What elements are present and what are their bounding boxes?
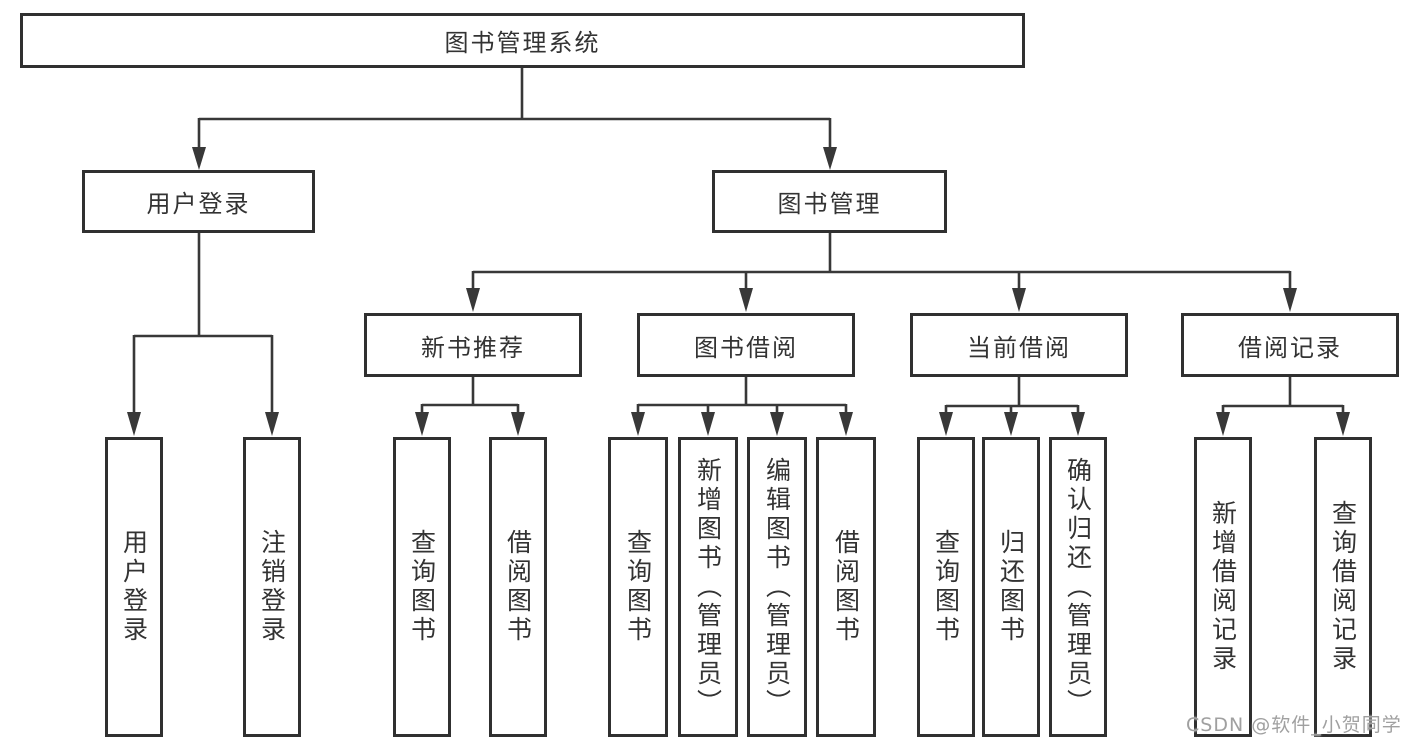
connector-book-borrow-to-leaves (631, 376, 853, 436)
leaf-logout: 注销登录 (243, 437, 301, 737)
node-user-login: 用户登录 (82, 170, 315, 233)
node-borrow-records-label: 借阅记录 (1238, 333, 1342, 362)
csdn-watermark: CSDN @软件_小贺同学 (1186, 714, 1402, 736)
node-root-label: 图书管理系统 (444, 29, 601, 57)
node-book-borrow-label: 图书借阅 (694, 333, 798, 362)
node-borrow-records: 借阅记录 (1181, 313, 1399, 377)
leaf-current-confirm-label: 确认归还（管理员） (1063, 456, 1093, 718)
node-book-borrow: 图书借阅 (637, 313, 855, 377)
leaf-current-query-label: 查询图书 (931, 529, 961, 645)
leaf-borrow-edit: 编辑图书（管理员） (747, 437, 807, 737)
connector-current-borrow-to-leaves (939, 376, 1085, 436)
leaf-records-query: 查询借阅记录 (1314, 437, 1372, 737)
leaf-user-login: 用户登录 (105, 437, 163, 737)
leaf-newbooks-query-label: 查询图书 (407, 529, 437, 645)
connector-borrow-records-to-leaves (1216, 376, 1350, 436)
leaf-logout-label: 注销登录 (257, 529, 287, 645)
leaf-borrow-query-label: 查询图书 (623, 529, 653, 645)
node-book-mgmt: 图书管理 (712, 170, 947, 233)
node-book-mgmt-label: 图书管理 (777, 190, 882, 218)
leaf-borrow-borrow: 借阅图书 (816, 437, 876, 737)
node-current-borrow-label: 当前借阅 (967, 333, 1071, 362)
leaf-newbooks-borrow-label: 借阅图书 (503, 529, 533, 645)
leaf-records-add: 新增借阅记录 (1194, 437, 1252, 737)
leaf-borrow-add-label: 新增图书（管理员） (693, 456, 723, 718)
leaf-current-return-label: 归还图书 (996, 529, 1026, 645)
leaf-user-login-label: 用户登录 (119, 529, 149, 645)
leaf-newbooks-query: 查询图书 (393, 437, 451, 737)
node-new-books: 新书推荐 (364, 313, 582, 377)
connector-new-books-to-leaves (415, 376, 525, 436)
connector-book-mgmt-to-level3 (466, 232, 1297, 312)
leaf-newbooks-borrow: 借阅图书 (489, 437, 547, 737)
connector-root-to-level2 (192, 68, 837, 170)
leaf-current-confirm: 确认归还（管理员） (1049, 437, 1107, 737)
leaf-records-query-label: 查询借阅记录 (1328, 500, 1358, 674)
node-root: 图书管理系统 (20, 13, 1025, 68)
node-current-borrow: 当前借阅 (910, 313, 1128, 377)
leaf-borrow-borrow-label: 借阅图书 (831, 529, 861, 645)
leaf-borrow-query: 查询图书 (608, 437, 668, 737)
leaf-borrow-edit-label: 编辑图书（管理员） (762, 456, 792, 718)
leaf-current-query: 查询图书 (917, 437, 975, 737)
node-user-login-label: 用户登录 (146, 190, 251, 218)
connector-user-login-to-leaves (127, 232, 279, 436)
leaf-current-return: 归还图书 (982, 437, 1040, 737)
leaf-records-add-label: 新增借阅记录 (1208, 500, 1238, 674)
leaf-borrow-add: 新增图书（管理员） (678, 437, 738, 737)
node-new-books-label: 新书推荐 (421, 333, 525, 362)
